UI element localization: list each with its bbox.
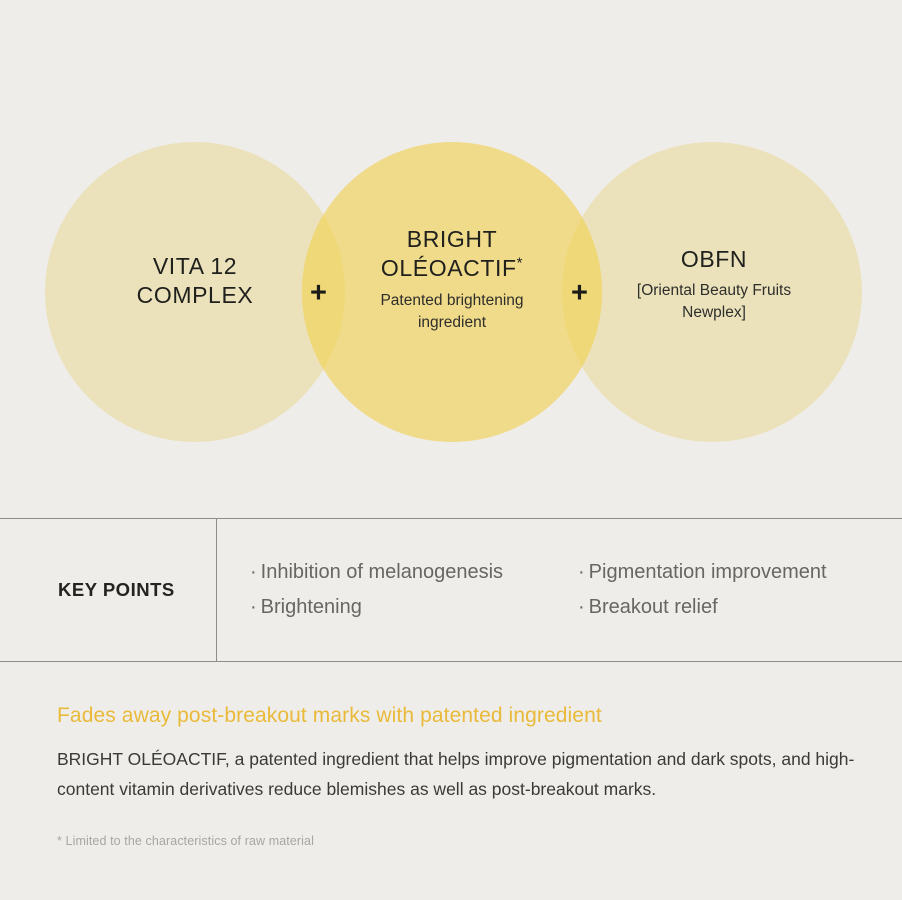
venn-subtitle: Patented brightening ingredient <box>380 291 524 331</box>
venn-circles-graphic <box>45 142 862 442</box>
key-points-label: KEY POINTS <box>58 579 175 600</box>
venn-title-line2: COMPLEX <box>136 282 254 309</box>
venn-title-line2: OLÉOACTIF* <box>346 254 558 283</box>
venn-subtitle: [Oriental Beauty Fruits Newplex] <box>636 282 792 322</box>
key-points-list-cell: ·Inhibition of melanogenesis ·Brightenin… <box>216 519 902 661</box>
bullet-icon: · <box>250 561 257 583</box>
venn-label-vita-12-complex: VITA 12 COMPLEX <box>88 252 302 311</box>
asterisk-marker: * <box>516 254 524 272</box>
key-point-item: ·Inhibition of melanogenesis <box>250 558 540 587</box>
key-point-text: Breakout relief <box>588 596 718 618</box>
venn-label-bright-oleoactif: BRIGHT OLÉOACTIF* Patented brightening i… <box>346 225 558 334</box>
venn-circle-right <box>562 142 862 442</box>
venn-circle-center <box>302 142 602 442</box>
venn-label-obfn: OBFN [Oriental Beauty Fruits Newplex] <box>608 245 820 324</box>
key-point-item: ·Breakout relief <box>578 593 827 622</box>
key-points-column-1: ·Inhibition of melanogenesis ·Brightenin… <box>250 558 540 622</box>
key-point-item: ·Pigmentation improvement <box>578 558 827 587</box>
venn-title-line1: OBFN <box>680 246 748 272</box>
plus-operator-icon-1: + <box>310 277 327 309</box>
key-points-columns: ·Inhibition of melanogenesis ·Brightenin… <box>250 558 827 622</box>
key-points-column-2: ·Pigmentation improvement ·Breakout reli… <box>578 558 827 622</box>
bullet-icon: · <box>578 596 585 618</box>
description-body: BRIGHT OLÉOACTIF, a patented ingredient … <box>57 749 855 800</box>
key-point-text: Inhibition of melanogenesis <box>260 561 504 583</box>
footnote-text: * Limited to the characteristics of raw … <box>57 834 314 848</box>
key-points-label-cell: KEY POINTS <box>0 519 216 661</box>
venn-circle-left <box>45 142 345 442</box>
key-points-section: KEY POINTS ·Inhibition of melanogenesis … <box>0 518 902 662</box>
key-point-item: ·Brightening <box>250 593 540 622</box>
key-point-text: Pigmentation improvement <box>588 561 827 583</box>
bullet-icon: · <box>578 561 585 583</box>
venn-title-text: OLÉOACTIF <box>380 255 517 282</box>
venn-title-line1: BRIGHT <box>406 226 498 252</box>
bullet-icon: · <box>250 596 257 618</box>
plus-operator-icon-2: + <box>571 277 588 309</box>
description-headline: Fades away post-breakout marks with pate… <box>57 704 602 727</box>
key-point-text: Brightening <box>260 596 362 618</box>
venn-diagram: VITA 12 COMPLEX + BRIGHT OLÉOACTIF* Pate… <box>45 142 862 442</box>
venn-title-line1: VITA 12 <box>152 253 238 279</box>
